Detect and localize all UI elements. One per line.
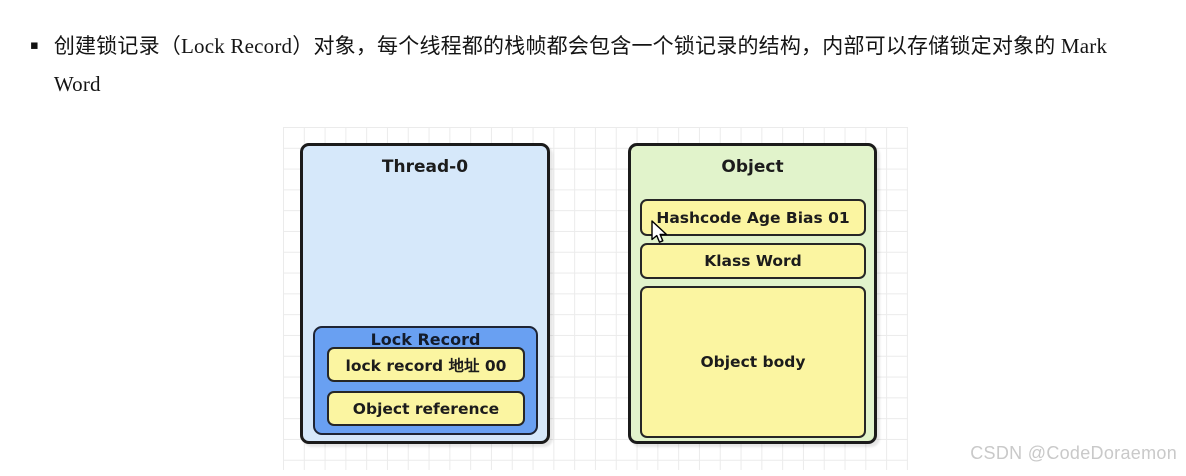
lock-record-title: Lock Record [370, 330, 481, 349]
note-paragraph: ▪ 创建锁记录（Lock Record）对象，每个线程都的栈帧都会包含一个锁记录… [30, 27, 1156, 103]
object-reference-slot: Object reference [327, 391, 525, 426]
object-body-slot: Object body [640, 286, 866, 438]
thread-0-box: Thread-0 Lock Record lock record 地址 00 O… [300, 143, 550, 444]
lock-record-box: Lock Record lock record 地址 00 Object ref… [313, 326, 538, 435]
note-text: 创建锁记录（Lock Record）对象，每个线程都的栈帧都会包含一个锁记录的结… [53, 34, 1108, 96]
hashcode-age-bias-slot: Hashcode Age Bias 01 [640, 199, 866, 236]
object-box: Object Hashcode Age Bias 01 Klass Word O… [628, 143, 877, 444]
lock-record-address-slot: lock record 地址 00 [327, 347, 525, 382]
klass-word-slot: Klass Word [640, 243, 866, 279]
object-title: Object [721, 157, 784, 177]
diagram-canvas: Thread-0 Lock Record lock record 地址 00 O… [283, 127, 908, 470]
bullet-square-icon: ▪ [30, 38, 39, 53]
thread-0-title: Thread-0 [381, 157, 469, 177]
watermark: CSDN @CodeDoraemon [970, 443, 1177, 463]
